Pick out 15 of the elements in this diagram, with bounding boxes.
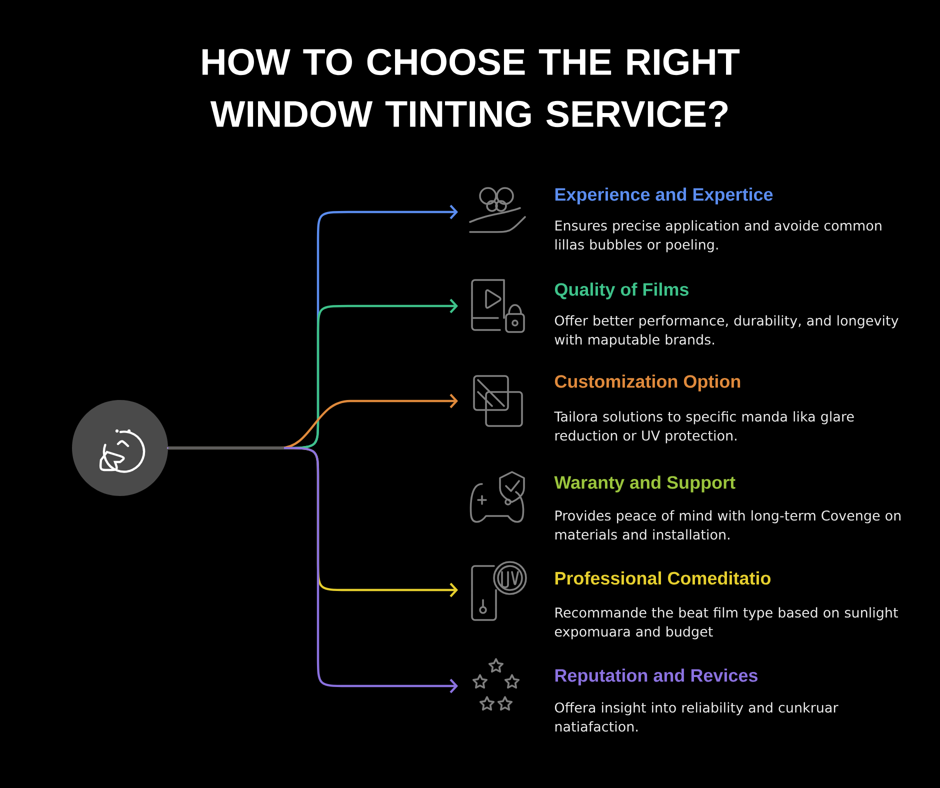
item-heading: Professional Comeditatio — [555, 571, 771, 585]
item-description: Ensures precise application and avoide common lillas bubbles or poeling. — [555, 220, 882, 252]
item-description: Offer better performance, durability, and longevity with maputable brands. — [554, 315, 898, 348]
item-description: Offera insight into reliability and cunkruar natiafaction. — [554, 702, 838, 732]
item-heading: Customization Option — [554, 374, 740, 392]
item-heading: Quality of Films — [554, 282, 688, 300]
item-description: Tailora solutions to specific manda lika glare reduction or UV protection. — [554, 411, 854, 444]
title: HOW TO CHOOSE THE RIGHT WINDOW TINTING SERVICE? — [202, 48, 740, 128]
item-description: Provides peace of mind with long-term Covenge on materials and installation. — [555, 510, 900, 540]
item-heading: Experience and Expertice — [555, 188, 773, 204]
item-heading: Waranty and Support — [554, 476, 736, 492]
thinking-face-circle — [72, 400, 168, 496]
trunk-line — [168, 446, 284, 450]
item-heading: Reputation and Revices — [555, 668, 758, 686]
item-description: Recommande the beat film type based on sunlight expomuara and budget — [554, 607, 898, 640]
